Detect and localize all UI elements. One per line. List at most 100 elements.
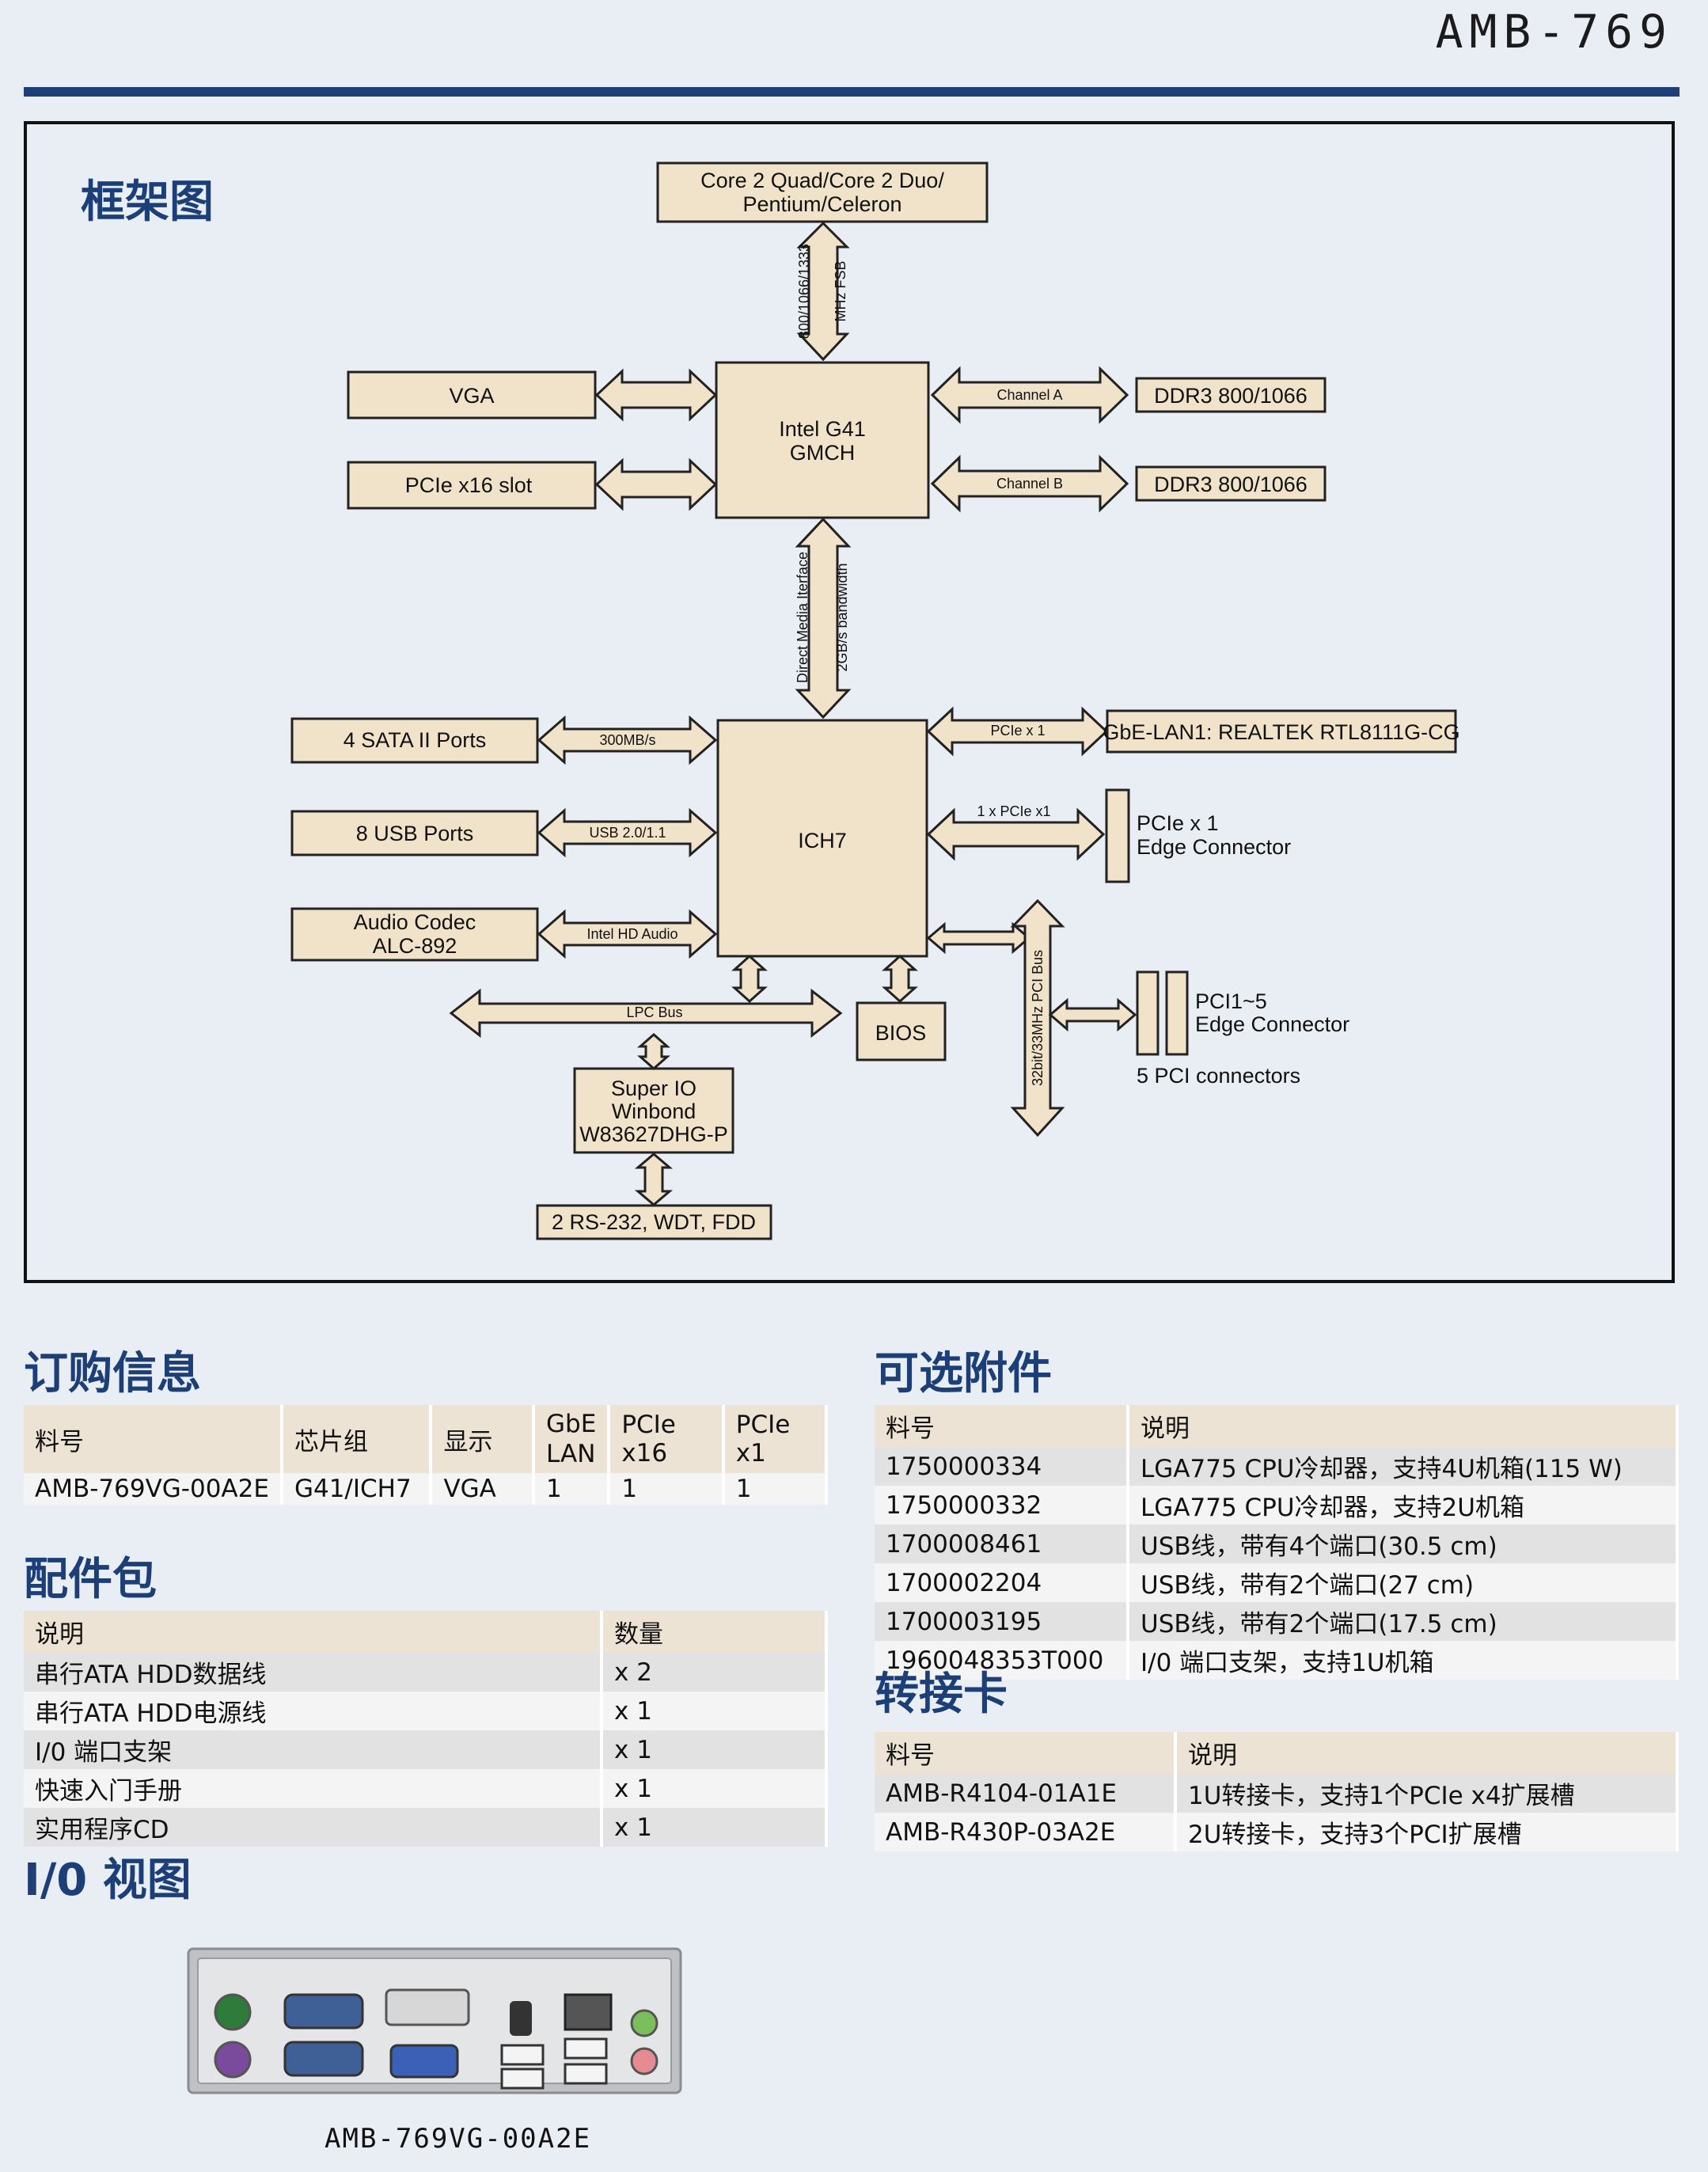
table-cell: 1700002204 — [875, 1563, 1129, 1602]
fsb-label-1: 800/1066/1333 — [796, 244, 812, 339]
table-cell: 1750000334 — [875, 1447, 1129, 1486]
dmi-label-2: 2GB/s bandwidth — [834, 563, 850, 671]
table-cell: x 1 — [602, 1730, 828, 1769]
ddr-a-box — [1135, 377, 1327, 413]
pcie16-label: PCIe x16 slot — [405, 473, 533, 497]
gmch-line-2: GMCH — [790, 441, 856, 465]
audio-line-out-jack — [630, 2009, 659, 2037]
ordering-title: 订购信息 — [24, 1348, 201, 1399]
edge-line-2: Edge Connector — [1137, 835, 1291, 859]
superio-line-3: W83627DHG-P — [579, 1122, 728, 1146]
column-header: 数量 — [602, 1611, 828, 1653]
gmch-box — [715, 361, 930, 519]
usb-label: 8 USB Ports — [356, 822, 474, 845]
pci-connector-2 — [1165, 970, 1189, 1056]
com-port-2 — [283, 2041, 364, 2077]
table-cell: 快速入门手册 — [24, 1769, 603, 1808]
vga-box — [347, 370, 597, 420]
bios-box — [856, 1001, 947, 1061]
lan-link-label: PCIe x 1 — [990, 723, 1045, 739]
column-header: PCIe x16 — [609, 1405, 725, 1473]
io-panel-image — [187, 1947, 682, 2094]
table-cell: VGA — [431, 1473, 536, 1505]
model-number: AMB-769 — [1435, 5, 1673, 59]
column-header: 料号 — [875, 1732, 1177, 1774]
usb-port — [500, 2044, 545, 2066]
superio-line-2: Winbond — [612, 1099, 696, 1123]
lpc-bus-arrow — [449, 988, 843, 1039]
optional-title: 可选附件 — [875, 1348, 1052, 1399]
io-view-caption: AMB-769VG-00A2E — [325, 2123, 592, 2155]
table-cell: 1700003195 — [875, 1602, 1129, 1641]
table-cell: LGA775 CPU冷却器，支持2U机箱 — [1128, 1486, 1679, 1525]
lan-label: GbE-LAN1: REALTEK RTL8111G-CG — [1103, 720, 1459, 744]
lan-arrow — [926, 706, 1109, 757]
cpu-box — [656, 161, 989, 223]
table-cell: USB线，带有4个端口(30.5 cm) — [1128, 1525, 1679, 1563]
rs232-label: 2 RS-232, WDT, FDD — [552, 1210, 756, 1234]
column-header: 料号 — [875, 1405, 1129, 1447]
table-cell: x 2 — [602, 1653, 828, 1692]
column-header: GbE LAN — [533, 1405, 611, 1473]
pci-bus-label: 32bit/33MHz PCI Bus — [1030, 950, 1046, 1086]
riser-title: 转接卡 — [875, 1669, 1008, 1720]
fsb-arrow — [796, 221, 850, 362]
pci-connector-1 — [1136, 970, 1160, 1056]
block-diagram: Core 2 Quad/Core 2 Duo/ Pentium/Celeron … — [290, 161, 1460, 1240]
audio-line-2: ALC-892 — [373, 934, 457, 958]
table-cell: 2U转接卡，支持3个PCI扩展槽 — [1175, 1813, 1679, 1851]
superio-rs232-arrow — [634, 1152, 674, 1206]
lpc-superio-arrow — [637, 1032, 670, 1071]
ich-lpc-arrow — [731, 954, 768, 1004]
edge-line-1: PCIe x 1 — [1137, 811, 1219, 835]
bios-arrow — [882, 954, 918, 1004]
usb-port — [564, 2063, 608, 2085]
table-cell: 1960048353T000 — [875, 1641, 1129, 1680]
com-port-1 — [283, 1993, 364, 2030]
dmi-label-1: Direct Media Iterface — [795, 552, 810, 683]
table-cell: AMB-R430P-03A2E — [875, 1813, 1177, 1851]
ddr-b-box — [1135, 465, 1327, 502]
usb-arrow — [537, 807, 718, 858]
column-header: PCIe x1 — [723, 1405, 829, 1473]
column-header: 显示 — [431, 1405, 536, 1473]
ich-label: ICH7 — [798, 829, 847, 852]
table-header-row: 料号 芯片组 显示 GbE LAN PCIe x16 PCIe x1 — [24, 1405, 829, 1473]
lan-box — [1106, 709, 1457, 754]
ps2-mouse-port — [214, 1993, 252, 2031]
usb-port — [500, 2068, 545, 2090]
table-cell: 1U转接卡，支持1个PCIe x4扩展槽 — [1175, 1774, 1679, 1813]
usb-box — [290, 810, 539, 856]
blank-port — [510, 2001, 532, 2036]
table-row: AMB-769VG-00A2E G41/ICH7 VGA 1 1 1 — [24, 1473, 829, 1505]
table-cell: 1 — [533, 1473, 611, 1505]
table-cell: x 1 — [602, 1692, 828, 1730]
column-header: 芯片组 — [281, 1405, 433, 1473]
audio-line-1: Audio Codec — [354, 910, 476, 934]
pci-line-2: Edge Connector — [1195, 1012, 1349, 1036]
pci-count-label: 5 PCI connectors — [1137, 1064, 1300, 1088]
edge-arrow — [926, 807, 1106, 861]
sata-label: 4 SATA II Ports — [343, 728, 487, 752]
table-cell: 实用程序CD — [24, 1808, 603, 1847]
table-cell: 1 — [609, 1473, 725, 1505]
table-header-row: 说明 数量 — [24, 1611, 828, 1653]
table-cell: I/0 端口支架 — [24, 1730, 603, 1769]
table-cell: 1700008461 — [875, 1525, 1129, 1563]
ddr-a-label: DDR3 800/1066 — [1154, 384, 1308, 408]
parallel-port — [385, 1988, 470, 2026]
audio-mic-jack — [630, 2047, 659, 2075]
vga-port — [389, 2044, 459, 2079]
table-cell: AMB-R4104-01A1E — [875, 1774, 1177, 1813]
table-header-row: 料号 说明 — [875, 1405, 1679, 1447]
table-cell: AMB-769VG-00A2E — [24, 1473, 283, 1505]
